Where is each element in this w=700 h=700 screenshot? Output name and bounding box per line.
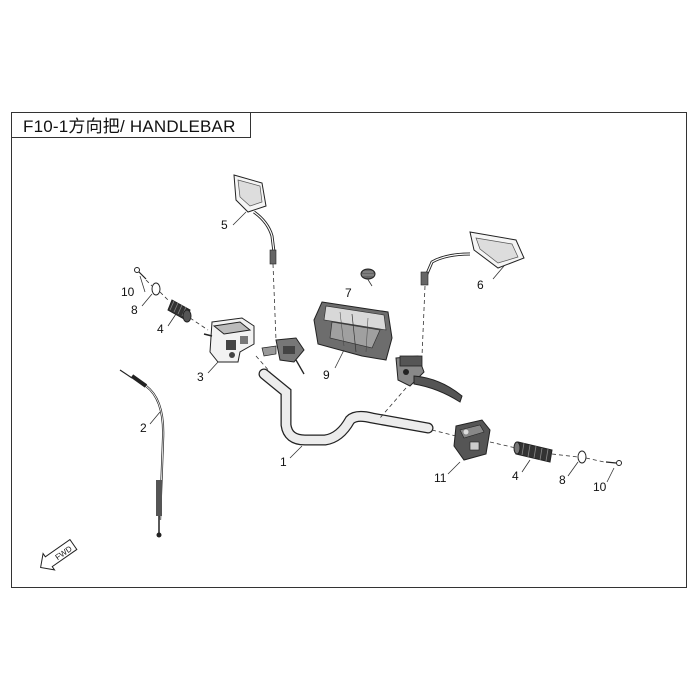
callout-8-left: 8 [131, 303, 138, 317]
left-grip-part [167, 299, 192, 323]
assembly-lines [145, 263, 605, 463]
left-end-washer-part [151, 282, 161, 296]
callout-5: 5 [221, 218, 228, 232]
right-end-washer-part [577, 450, 587, 464]
callout-1: 1 [280, 455, 287, 469]
callout-2: 2 [140, 421, 147, 435]
callout-4-left: 4 [157, 322, 164, 336]
left-switch-housing-part [203, 317, 255, 363]
callout-3: 3 [197, 370, 204, 384]
right-grip-part [513, 441, 553, 463]
callout-11: 11 [434, 471, 447, 485]
callout-9: 9 [323, 368, 330, 382]
diagram-title: F10-1方向把/ HANDLEBAR [11, 112, 251, 138]
right-end-screw-part [605, 460, 622, 466]
brake-master-cylinder-part [395, 355, 463, 403]
left-mirror-part [233, 174, 277, 265]
callout-10-left: 10 [121, 285, 135, 299]
callout-4-right: 4 [512, 469, 519, 483]
diagram-frame [11, 112, 687, 588]
left-brake-lever-assembly-part [261, 337, 305, 375]
callout-6: 6 [477, 278, 484, 292]
throttle-cable-part [119, 369, 165, 538]
fwd-arrow-icon: FWD [40, 538, 78, 571]
cap-part [360, 268, 376, 280]
left-end-screw-part [134, 267, 147, 280]
handlebar-part [258, 368, 434, 446]
callout-7: 7 [345, 286, 352, 300]
leader-lines [139, 211, 615, 483]
handlebar-cover-part [313, 301, 393, 361]
right-mirror-part [420, 231, 525, 286]
right-switch-housing-part [453, 419, 491, 461]
callout-10-right: 10 [593, 480, 607, 494]
callout-8-right: 8 [559, 473, 566, 487]
